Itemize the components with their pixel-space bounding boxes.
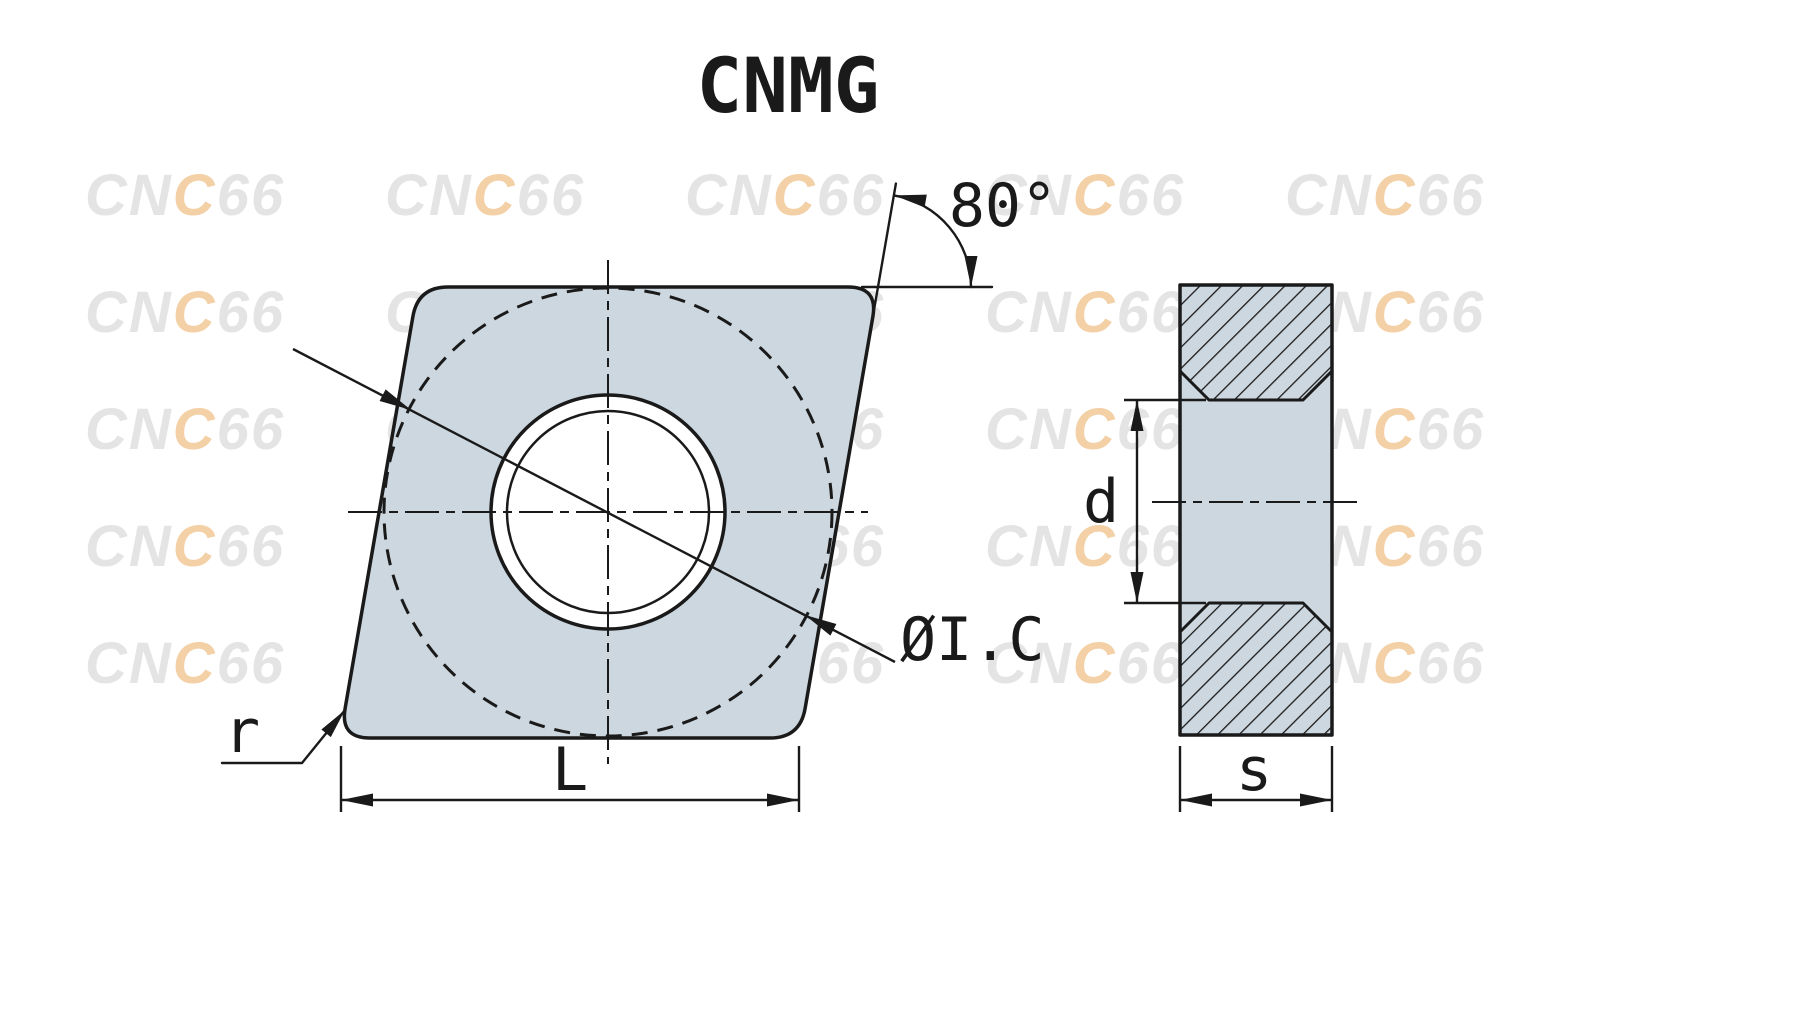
watermark-suffix: 66 bbox=[216, 397, 286, 462]
length-arrow-right bbox=[767, 793, 799, 807]
watermark-accent: C bbox=[1372, 631, 1417, 696]
watermark-accent: C bbox=[1372, 280, 1417, 345]
watermark-suffix: 66 bbox=[216, 280, 286, 345]
watermark-suffix: 66 bbox=[216, 631, 286, 696]
watermark-prefix: CN bbox=[85, 280, 173, 345]
d-arrow-bottom bbox=[1130, 572, 1144, 603]
watermark-accent: C bbox=[472, 163, 517, 228]
watermark-accent: C bbox=[772, 163, 817, 228]
watermark-text: CNC66 bbox=[685, 162, 885, 229]
watermark-accent: C bbox=[172, 514, 217, 579]
watermark-suffix: 66 bbox=[1416, 631, 1486, 696]
watermark-prefix: CN bbox=[85, 631, 173, 696]
watermark-prefix: CN bbox=[985, 631, 1073, 696]
radius-arrow bbox=[321, 710, 345, 738]
watermark-suffix: 66 bbox=[1116, 397, 1186, 462]
ic-arrow-upper bbox=[379, 389, 411, 410]
watermark-text: CNC66 bbox=[985, 279, 1185, 346]
front-view: ØI.C 80° r bbox=[220, 171, 1057, 812]
watermark-prefix: CN bbox=[685, 163, 773, 228]
watermark-suffix: 66 bbox=[816, 163, 886, 228]
length-arrow-left bbox=[341, 793, 373, 807]
watermark-suffix: 66 bbox=[1116, 514, 1186, 579]
watermark-suffix: 66 bbox=[1116, 631, 1186, 696]
ic-arrow-lower bbox=[805, 615, 837, 636]
watermark-accent: C bbox=[1072, 280, 1117, 345]
watermark-prefix: CN bbox=[985, 163, 1073, 228]
watermark-prefix: CN bbox=[385, 163, 473, 228]
watermark-accent: C bbox=[1372, 163, 1417, 228]
watermark-text: CNC66 bbox=[1285, 162, 1485, 229]
watermark-prefix: CN bbox=[985, 397, 1073, 462]
watermark-text: CNC66 bbox=[85, 513, 285, 580]
watermark-accent: C bbox=[1072, 397, 1117, 462]
watermark-text: CNC66 bbox=[985, 513, 1185, 580]
watermark-accent: C bbox=[1072, 514, 1117, 579]
watermark-suffix: 66 bbox=[216, 163, 286, 228]
ic-label: ØI.C bbox=[900, 605, 1045, 675]
watermark-suffix: 66 bbox=[516, 163, 586, 228]
hole-diameter-dimension: d bbox=[1083, 398, 1206, 605]
hole-diameter-label: d bbox=[1083, 467, 1119, 537]
watermark-prefix: CN bbox=[1285, 163, 1373, 228]
angle-arrow-top bbox=[894, 194, 927, 208]
watermark-prefix: CN bbox=[985, 280, 1073, 345]
watermark-text: CNC66 bbox=[85, 630, 285, 697]
thickness-dimension: s bbox=[1178, 735, 1334, 812]
watermark-text: CNC66 bbox=[985, 630, 1185, 697]
watermark-suffix: 66 bbox=[1416, 280, 1486, 345]
watermark-accent: C bbox=[1072, 163, 1117, 228]
watermark-suffix: 66 bbox=[216, 514, 286, 579]
watermark-text: CNC66 bbox=[985, 396, 1185, 463]
watermark-accent: C bbox=[172, 163, 217, 228]
ic-dimension: ØI.C bbox=[292, 347, 1045, 675]
watermark-suffix: 66 bbox=[1416, 397, 1486, 462]
watermark-prefix: CN bbox=[985, 514, 1073, 579]
radius-label: r bbox=[224, 697, 260, 767]
watermark-suffix: 66 bbox=[816, 631, 886, 696]
hatch-bottom bbox=[1178, 601, 1334, 737]
d-arrow-top bbox=[1130, 400, 1144, 431]
watermark-text: CNC66 bbox=[985, 162, 1185, 229]
watermark-accent: C bbox=[172, 397, 217, 462]
watermark-text: CNC66 bbox=[85, 279, 285, 346]
length-label: L bbox=[552, 735, 588, 805]
watermark-suffix: 66 bbox=[1416, 163, 1486, 228]
corner-radius-annotation: r bbox=[220, 697, 347, 767]
watermark-suffix: 66 bbox=[1116, 280, 1186, 345]
angle-arrow-bottom bbox=[964, 256, 978, 287]
page-title: CNMG bbox=[696, 41, 879, 130]
watermark-suffix: 66 bbox=[1416, 514, 1486, 579]
s-arrow-left bbox=[1180, 793, 1212, 807]
watermark-prefix: CN bbox=[85, 163, 173, 228]
watermark-accent: C bbox=[1372, 397, 1417, 462]
angle-annotation: 80° bbox=[860, 171, 1057, 343]
s-arrow-right bbox=[1300, 793, 1332, 807]
watermark-text: CNC66 bbox=[85, 162, 285, 229]
watermark-text: CNC66 bbox=[385, 162, 585, 229]
watermark-accent: C bbox=[172, 280, 217, 345]
watermark-prefix: CN bbox=[85, 397, 173, 462]
watermark-text: CNC66 bbox=[85, 396, 285, 463]
hatch-top bbox=[1178, 283, 1334, 402]
watermark-accent: C bbox=[172, 631, 217, 696]
thickness-label: s bbox=[1236, 735, 1272, 805]
side-view: d s bbox=[1083, 283, 1360, 812]
watermark-accent: C bbox=[1372, 514, 1417, 579]
length-dimension: L bbox=[339, 735, 801, 812]
angle-label: 80° bbox=[949, 171, 1057, 241]
watermark-accent: C bbox=[1072, 631, 1117, 696]
watermark-prefix: CN bbox=[85, 514, 173, 579]
watermark-suffix: 66 bbox=[1116, 163, 1186, 228]
